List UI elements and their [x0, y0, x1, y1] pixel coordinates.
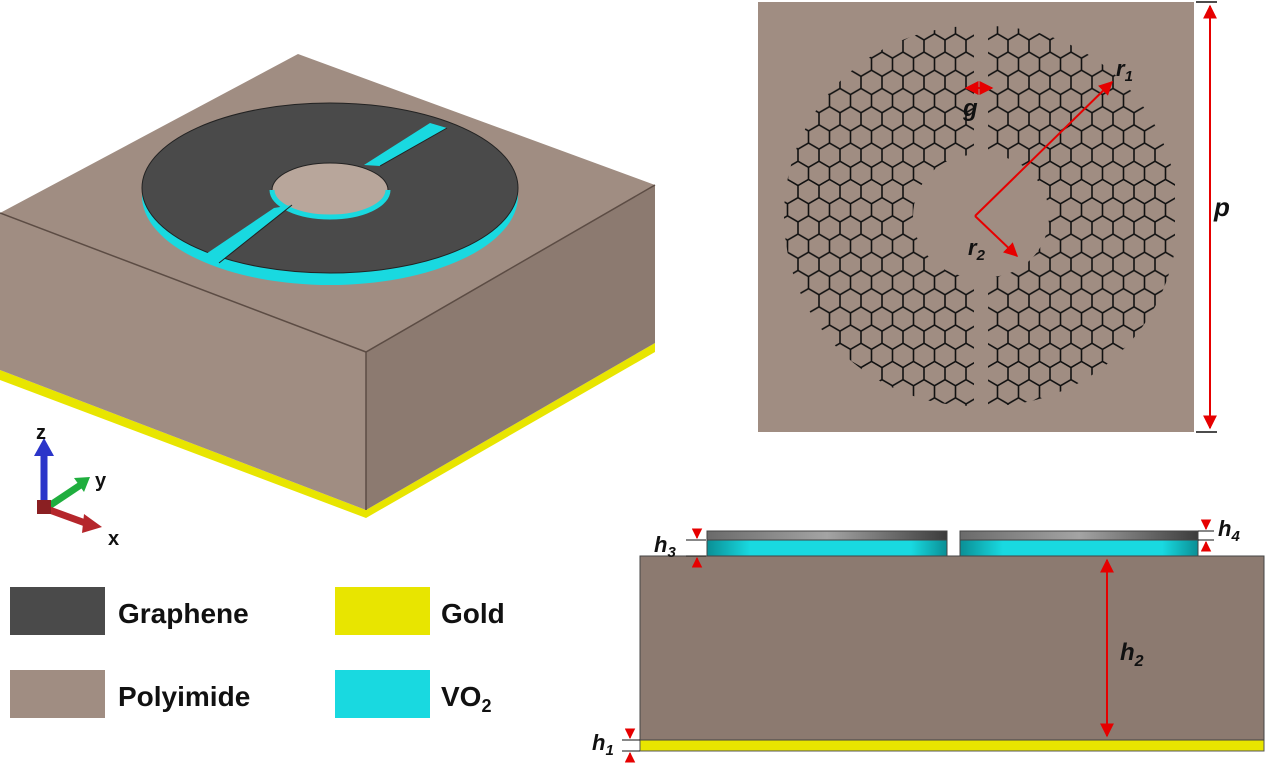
side-vo2-left — [706, 539, 948, 557]
h1-label: h1 — [592, 730, 614, 759]
side-gold-layer — [639, 739, 1265, 752]
h3-label: h3 — [654, 532, 676, 561]
legend-swatch-vo2 — [335, 670, 430, 718]
top-view: r1 r2 g p — [758, 1, 1230, 433]
legend-label-vo2: VO2 — [441, 681, 491, 716]
polyimide-left-face — [0, 213, 366, 510]
side-vo2-right — [959, 539, 1199, 557]
r1-label: r1 — [1116, 56, 1133, 85]
g-label: g — [962, 95, 978, 122]
axis-x-label: x — [108, 528, 119, 550]
x-arrow-icon — [82, 514, 102, 533]
side-polyimide-layer — [639, 555, 1265, 741]
legend-swatch-polyimide — [10, 670, 105, 718]
h2-label: h2 — [1120, 639, 1144, 670]
y-arrow-icon — [74, 477, 90, 492]
legend: Graphene Gold Polyimide VO2 — [10, 587, 505, 718]
legend-label-graphene: Graphene — [118, 598, 249, 629]
unit-cell-3d — [0, 54, 656, 518]
ring-gap-upper — [364, 123, 447, 166]
polyimide-right-face — [366, 185, 655, 510]
legend-swatch-gold — [335, 587, 430, 635]
side-view: h2 h3 h4 h1 — [592, 516, 1265, 763]
z-arrow-icon — [34, 438, 54, 456]
legend-label-polyimide: Polyimide — [118, 681, 250, 712]
r2-label: r2 — [968, 235, 986, 264]
ring-gap-lower — [200, 205, 292, 263]
side-graphene-right — [959, 530, 1199, 541]
p-label: p — [1213, 192, 1230, 222]
coordinate-axes: z y x — [34, 422, 119, 550]
side-graphene-left — [706, 530, 948, 541]
legend-swatch-graphene — [10, 587, 105, 635]
axis-z-label: z — [36, 422, 46, 444]
axis-y-label: y — [95, 470, 107, 492]
h4-label: h4 — [1218, 516, 1240, 545]
legend-label-gold: Gold — [441, 598, 505, 629]
